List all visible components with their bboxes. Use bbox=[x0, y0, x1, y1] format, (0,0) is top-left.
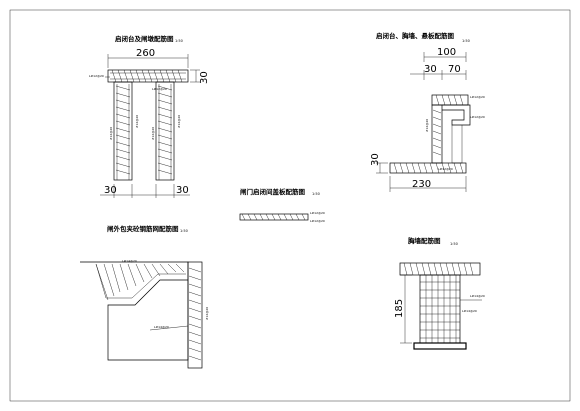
d1-dim-bottom-right: 30 bbox=[176, 185, 189, 196]
d2-dim-bottom: 230 bbox=[412, 179, 431, 190]
d1-dim-side: 30 bbox=[199, 71, 210, 84]
d1-scale: 1:50 bbox=[175, 39, 183, 43]
d5-horizontal-bars bbox=[420, 281, 460, 339]
d2-label-top: L#12@20 bbox=[470, 95, 485, 99]
d1-title: 启闭台及闸墩配筋图 bbox=[115, 34, 174, 43]
d1-pier-right-stirrups bbox=[157, 85, 173, 175]
sheet-border bbox=[9, 9, 571, 402]
d5-dim-side: 185 bbox=[394, 299, 405, 318]
d5-cap-hatch bbox=[403, 262, 474, 276]
d2-wall-stirrups bbox=[432, 109, 442, 156]
d5-scale: 1:50 bbox=[450, 242, 458, 246]
d4-hatch-band bbox=[95, 263, 185, 301]
d1-label-left: L#12@20 bbox=[89, 74, 104, 78]
d3-label-1: L#12@20 bbox=[310, 211, 325, 215]
d5-title: 胸墙配筋图 bbox=[408, 236, 441, 245]
d1-slab-bars bbox=[110, 72, 186, 80]
diagram-gate-room-cover: 闸门启闭间盖板配筋图 1:50 L#12@20 L#12@20 bbox=[239, 187, 325, 223]
d1-label-vert-4: #14@20 bbox=[177, 115, 181, 128]
d1-dim-bottom-left: 30 bbox=[104, 185, 117, 196]
d2-dim-100: 100 bbox=[437, 47, 456, 58]
d2-label-vert: #14@20 bbox=[425, 119, 429, 132]
d5-top-cap bbox=[399, 262, 481, 276]
d4-label-vert: #14@20 bbox=[205, 307, 209, 320]
d1-pier-left-stirrups bbox=[115, 85, 131, 175]
d4-title: 闸外包夹砼钢筋网配筋图 bbox=[107, 224, 179, 233]
d4-wall-stirrups bbox=[188, 267, 202, 361]
d2-base-slab-hatch bbox=[393, 162, 464, 174]
d5-label-mid: L#14@20 bbox=[462, 309, 477, 313]
d2-label-mid: L#12@20 bbox=[470, 115, 485, 119]
d2-title: 启闭台、胸墙、悬板配筋图 bbox=[376, 31, 455, 40]
d2-dim-70: 70 bbox=[448, 64, 461, 75]
d3-scale: 1:50 bbox=[312, 192, 320, 196]
d1-label-vert-1: #14@20 bbox=[109, 127, 113, 140]
d2-top-slab-hatch bbox=[435, 94, 464, 106]
d1-pier-left bbox=[113, 81, 133, 181]
d2-cantilever bbox=[442, 104, 471, 126]
d5-footing bbox=[413, 342, 467, 350]
d1-slab-hatch bbox=[111, 69, 183, 83]
d4-scale: 1:50 bbox=[180, 229, 188, 233]
d2-label-bottom: L#12@20 bbox=[438, 167, 453, 171]
d3-label-2: L#12@20 bbox=[310, 219, 325, 223]
d4-leader-mid bbox=[149, 325, 189, 331]
diagram-platform-breastwall-slab: 启闭台、胸墙、悬板配筋图 1:50 100 30 70 L#12@20 L#12… bbox=[370, 31, 485, 192]
d2-rear-wall bbox=[451, 125, 463, 164]
d1-label-vert-2: #14@20 bbox=[135, 115, 139, 128]
d4-label-mid: L#14@20 bbox=[154, 325, 169, 329]
d2-dim-side: 30 bbox=[370, 153, 381, 166]
diagram-breast-wall: 胸墙配筋图 1:50 L#14@20 L#14@20 185 bbox=[394, 236, 485, 350]
d3-cover-slab bbox=[239, 213, 309, 221]
diagram-gate-concrete-mesh: 闸外包夹砼钢筋网配筋图 1:50 L#14@20 #14@20 L#14@20 bbox=[80, 224, 209, 369]
d1-dim-top: 260 bbox=[136, 48, 155, 59]
d1-label-vert-3: #14@20 bbox=[151, 127, 155, 140]
d2-base-slab bbox=[389, 162, 467, 174]
d4-bar-line bbox=[95, 263, 186, 299]
d3-cover-hatch bbox=[241, 213, 306, 221]
diagram-gate-platform-pier: 启闭台及闸墩配筋图 1:50 260 30 L#12@20 L#12@20 #1… bbox=[89, 34, 210, 198]
d4-outline bbox=[80, 261, 189, 361]
d5-vertical-bars bbox=[425, 275, 457, 343]
d1-label-right: L#12@20 bbox=[152, 87, 167, 91]
d2-scale: 1:50 bbox=[462, 39, 470, 43]
d2-dim-30: 30 bbox=[424, 64, 437, 75]
d1-pier-right bbox=[155, 81, 175, 181]
d5-label-top: L#14@20 bbox=[470, 294, 485, 298]
d4-right-wall bbox=[187, 261, 203, 369]
d3-title: 闸门启闭间盖板配筋图 bbox=[240, 187, 306, 196]
d4-label-top: L#14@20 bbox=[122, 259, 137, 263]
